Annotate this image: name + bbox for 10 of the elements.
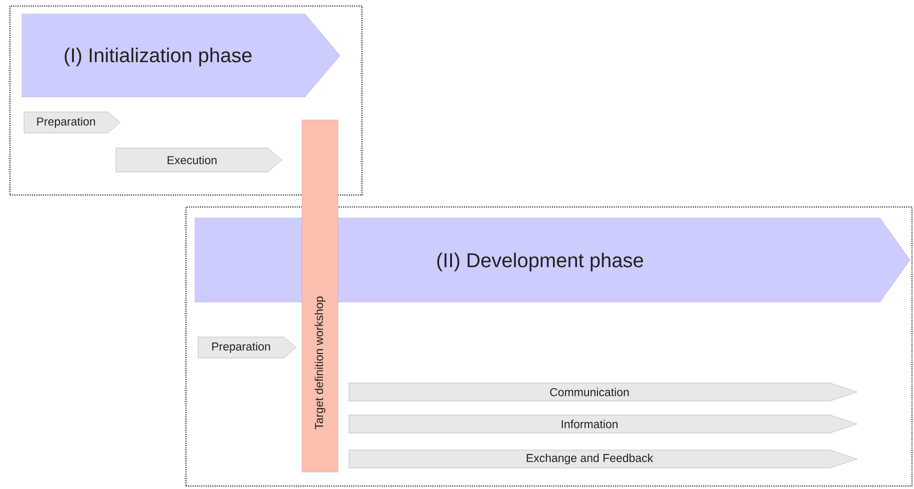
task-box: Communication: [348, 382, 858, 402]
task-box: Exchange and Feedback: [348, 450, 858, 468]
phase-chevron: (I) Initialization phase: [22, 14, 340, 98]
dotted-frame: [9, 5, 363, 196]
dotted-frame: [185, 206, 913, 487]
task-box: Execution: [116, 148, 282, 172]
task-box: Information: [348, 414, 858, 434]
task-box: Preparation: [198, 336, 296, 358]
task-box: Preparation: [24, 112, 120, 134]
workshop-bar: Target definition workshop: [302, 120, 338, 472]
